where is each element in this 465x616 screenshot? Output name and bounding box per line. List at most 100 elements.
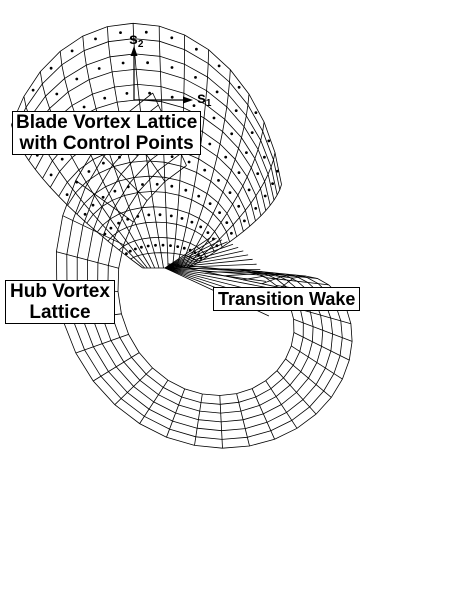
control-point bbox=[154, 243, 157, 247]
control-point bbox=[234, 109, 238, 112]
control-point bbox=[170, 36, 174, 40]
control-point bbox=[206, 231, 210, 235]
control-point bbox=[146, 61, 150, 65]
control-point bbox=[263, 194, 267, 198]
control-point bbox=[103, 232, 107, 236]
control-point bbox=[224, 155, 228, 159]
control-point bbox=[203, 168, 207, 172]
control-point bbox=[170, 95, 174, 99]
control-point bbox=[82, 105, 86, 109]
s1-arrowhead bbox=[183, 96, 193, 104]
hub-vortex-lattice-label: Hub Vortex Lattice bbox=[5, 280, 115, 324]
hub-fan-line bbox=[164, 247, 239, 269]
control-point bbox=[144, 30, 148, 34]
control-point bbox=[187, 160, 191, 164]
control-point bbox=[194, 76, 197, 79]
control-point bbox=[254, 207, 258, 210]
hub-label-line1: Hub Vortex bbox=[10, 281, 110, 302]
control-point bbox=[271, 182, 274, 186]
control-point bbox=[103, 96, 107, 100]
hub-fan-line bbox=[164, 267, 261, 270]
hub-fan-line bbox=[164, 258, 253, 269]
control-point bbox=[91, 203, 95, 207]
control-point bbox=[101, 195, 105, 199]
control-point bbox=[126, 217, 130, 221]
control-point bbox=[102, 161, 105, 165]
wake-streamline bbox=[117, 165, 295, 396]
control-point bbox=[208, 142, 212, 146]
control-point bbox=[60, 157, 64, 161]
s2-arrowhead bbox=[130, 46, 138, 56]
control-point bbox=[263, 155, 266, 159]
control-point bbox=[247, 188, 251, 192]
control-point bbox=[125, 252, 128, 256]
control-point bbox=[237, 171, 241, 175]
control-point bbox=[190, 220, 194, 224]
control-point bbox=[113, 189, 117, 193]
control-point bbox=[128, 249, 132, 253]
transition-wake-mesh bbox=[55, 92, 353, 449]
control-point bbox=[169, 214, 173, 218]
control-point bbox=[147, 213, 151, 217]
control-point bbox=[119, 31, 122, 34]
control-point bbox=[118, 155, 121, 159]
control-point bbox=[136, 215, 140, 218]
control-point bbox=[267, 139, 271, 143]
control-point bbox=[230, 231, 233, 235]
control-point bbox=[208, 202, 212, 206]
hub-fan-line bbox=[164, 237, 217, 269]
control-point bbox=[83, 212, 87, 216]
control-point bbox=[182, 246, 186, 250]
hub-fan-line bbox=[164, 239, 223, 269]
control-point bbox=[276, 169, 279, 173]
control-point bbox=[169, 244, 172, 248]
hub-fan-line bbox=[164, 267, 268, 289]
control-point bbox=[170, 184, 174, 188]
control-point bbox=[55, 92, 59, 96]
hub-fan-line bbox=[164, 236, 212, 269]
blade-spanwise-line bbox=[188, 184, 282, 269]
control-point bbox=[31, 88, 35, 92]
control-point bbox=[237, 85, 241, 89]
control-point bbox=[197, 194, 201, 198]
control-point bbox=[192, 104, 196, 107]
control-point bbox=[87, 170, 91, 173]
hub-fan-line bbox=[164, 243, 234, 269]
blade-spanwise-line bbox=[39, 71, 148, 269]
wake-streamline bbox=[76, 116, 334, 432]
hub-fan-line bbox=[164, 250, 244, 269]
control-point bbox=[158, 213, 162, 217]
control-point bbox=[237, 204, 241, 208]
hub-fan-line bbox=[164, 254, 249, 269]
control-point bbox=[250, 131, 254, 135]
blade-vortex-lattice-label: Blade Vortex Lattice with Control Points bbox=[12, 111, 202, 155]
blade-spanwise-line bbox=[183, 94, 250, 269]
control-point bbox=[70, 49, 74, 53]
control-point bbox=[126, 185, 130, 189]
control-point bbox=[161, 243, 165, 247]
control-point bbox=[121, 61, 125, 65]
blade-spanwise-line bbox=[187, 152, 276, 269]
blade-spanwise-line bbox=[176, 49, 209, 269]
blade-spanwise-line bbox=[185, 121, 265, 269]
control-point bbox=[148, 91, 152, 95]
control-point bbox=[230, 132, 234, 136]
control-point bbox=[218, 211, 222, 215]
control-point bbox=[228, 191, 232, 195]
control-point bbox=[170, 155, 174, 159]
hub-fan-line bbox=[164, 263, 257, 269]
blade-spanwise-line bbox=[180, 69, 231, 269]
control-point bbox=[94, 37, 97, 41]
control-point bbox=[176, 245, 180, 249]
control-point bbox=[215, 90, 219, 94]
control-point bbox=[170, 66, 174, 69]
hub-label-line2: Lattice bbox=[29, 302, 91, 323]
control-point bbox=[125, 92, 129, 95]
control-point bbox=[199, 225, 203, 229]
control-point bbox=[97, 67, 101, 70]
blade-label-line1: Blade Vortex Lattice bbox=[16, 112, 198, 133]
control-point bbox=[243, 219, 246, 223]
control-point bbox=[49, 173, 53, 177]
hub-fan-line bbox=[164, 241, 228, 269]
control-point bbox=[109, 226, 113, 230]
